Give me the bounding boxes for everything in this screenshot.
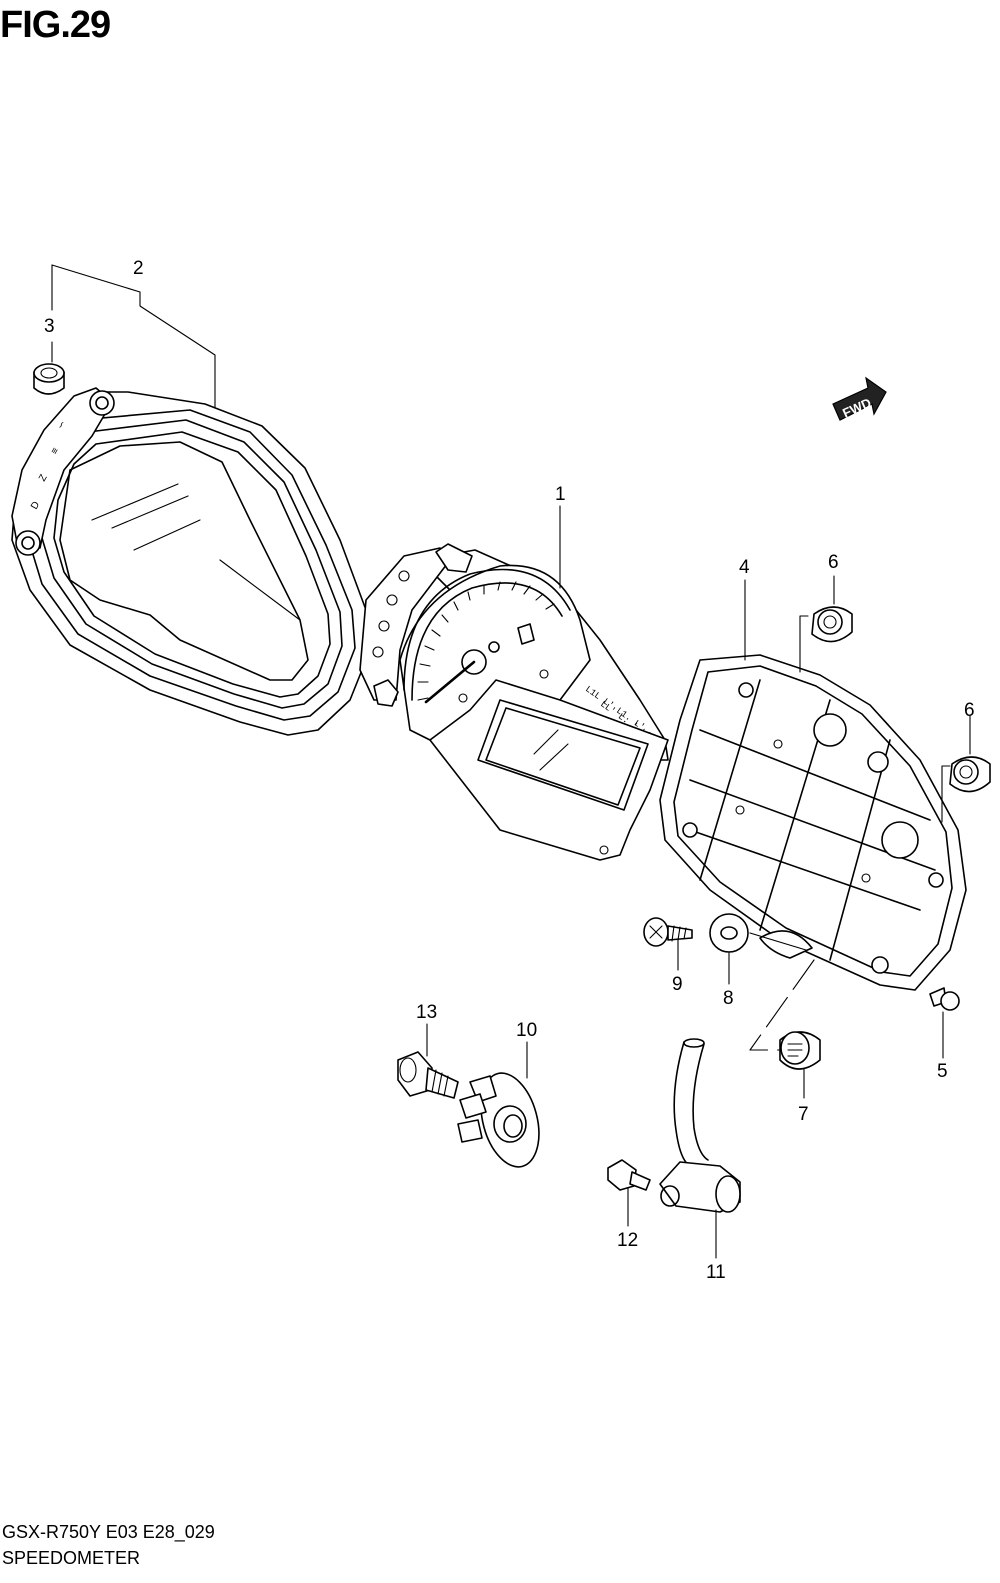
- sensor-bolt-part: [607, 1159, 651, 1191]
- callout-10: 10: [516, 1020, 537, 1041]
- case-screw-part: [929, 987, 960, 1011]
- svg-text:Z: Z: [37, 473, 50, 484]
- mount-cushion-part-upper: [811, 606, 853, 643]
- section-name: SPEEDOMETER: [2, 1548, 141, 1568]
- svg-text:≡: ≡: [49, 446, 62, 457]
- callout-13: 13: [416, 1002, 437, 1023]
- callout-9: 9: [672, 974, 683, 995]
- callout-1: 1: [555, 484, 566, 505]
- callout-6-right: 6: [964, 700, 975, 721]
- fwd-arrow-icon: FWD: [832, 376, 887, 421]
- callout-6-upper: 6: [828, 552, 839, 573]
- callout-labels: 2 3 1 4 6 6 5 7 8 9 10 13 11 12: [44, 258, 975, 1283]
- speed-sensor-part: [659, 1038, 741, 1213]
- speedometer-gear-part: [457, 1072, 540, 1168]
- callout-11: 11: [706, 1262, 726, 1283]
- figure-title: FIG.29: [0, 4, 111, 46]
- callout-2: 2: [133, 258, 144, 279]
- lower-case-part: [659, 654, 967, 991]
- callout-12: 12: [617, 1230, 638, 1251]
- lower-cushion-part: [779, 1031, 821, 1070]
- meter-assembly-part: L1L L' L1. L' LL' L. ' L': [359, 543, 669, 861]
- meter-case-part: ∽ ≡ Z D: [11, 387, 371, 736]
- callout-8: 8: [723, 988, 734, 1009]
- leader-lines: [51, 264, 971, 1259]
- case-cushion-part: [33, 363, 65, 395]
- washer-part: [709, 913, 749, 953]
- mount-cushion-part-right: [949, 756, 991, 793]
- callout-4: 4: [739, 557, 750, 578]
- callout-7: 7: [798, 1104, 809, 1125]
- svg-text:D: D: [29, 500, 42, 512]
- screw-part: [643, 917, 693, 947]
- model-code: GSX-R750Y E03 E28_029: [2, 1522, 215, 1542]
- gear-bolt-part: [397, 1051, 459, 1099]
- callout-3: 3: [44, 316, 55, 337]
- callout-5: 5: [937, 1061, 948, 1082]
